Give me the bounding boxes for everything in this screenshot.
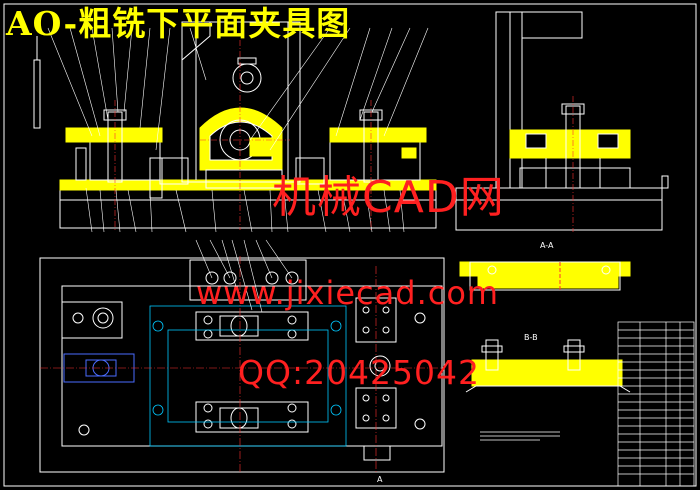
side-view xyxy=(455,11,669,231)
plan-view-leaders xyxy=(195,239,293,313)
drawing-frame xyxy=(3,3,697,487)
section-a-a xyxy=(459,261,631,291)
watermark-url: www.jixiecad.com xyxy=(196,274,500,312)
plan-view xyxy=(39,257,445,473)
section-b-b xyxy=(465,339,631,393)
watermark-brand: 机械CAD网 xyxy=(272,172,505,223)
drawing-title: AO-粗铣下平面夹具图 xyxy=(6,4,351,43)
section-b-b-label: B-B xyxy=(524,333,538,342)
plan-view-hidden-lines xyxy=(149,305,347,447)
section-a-a-label: A-A xyxy=(540,241,554,250)
watermark-qq: QQ:20425042 xyxy=(238,353,481,392)
front-view-leaders xyxy=(47,27,429,233)
plan-view-centerlines xyxy=(40,256,444,474)
title-block xyxy=(480,321,695,487)
cut-plane-a-label: A xyxy=(377,475,383,484)
front-view-centerlines xyxy=(114,40,372,230)
front-view xyxy=(33,21,437,229)
